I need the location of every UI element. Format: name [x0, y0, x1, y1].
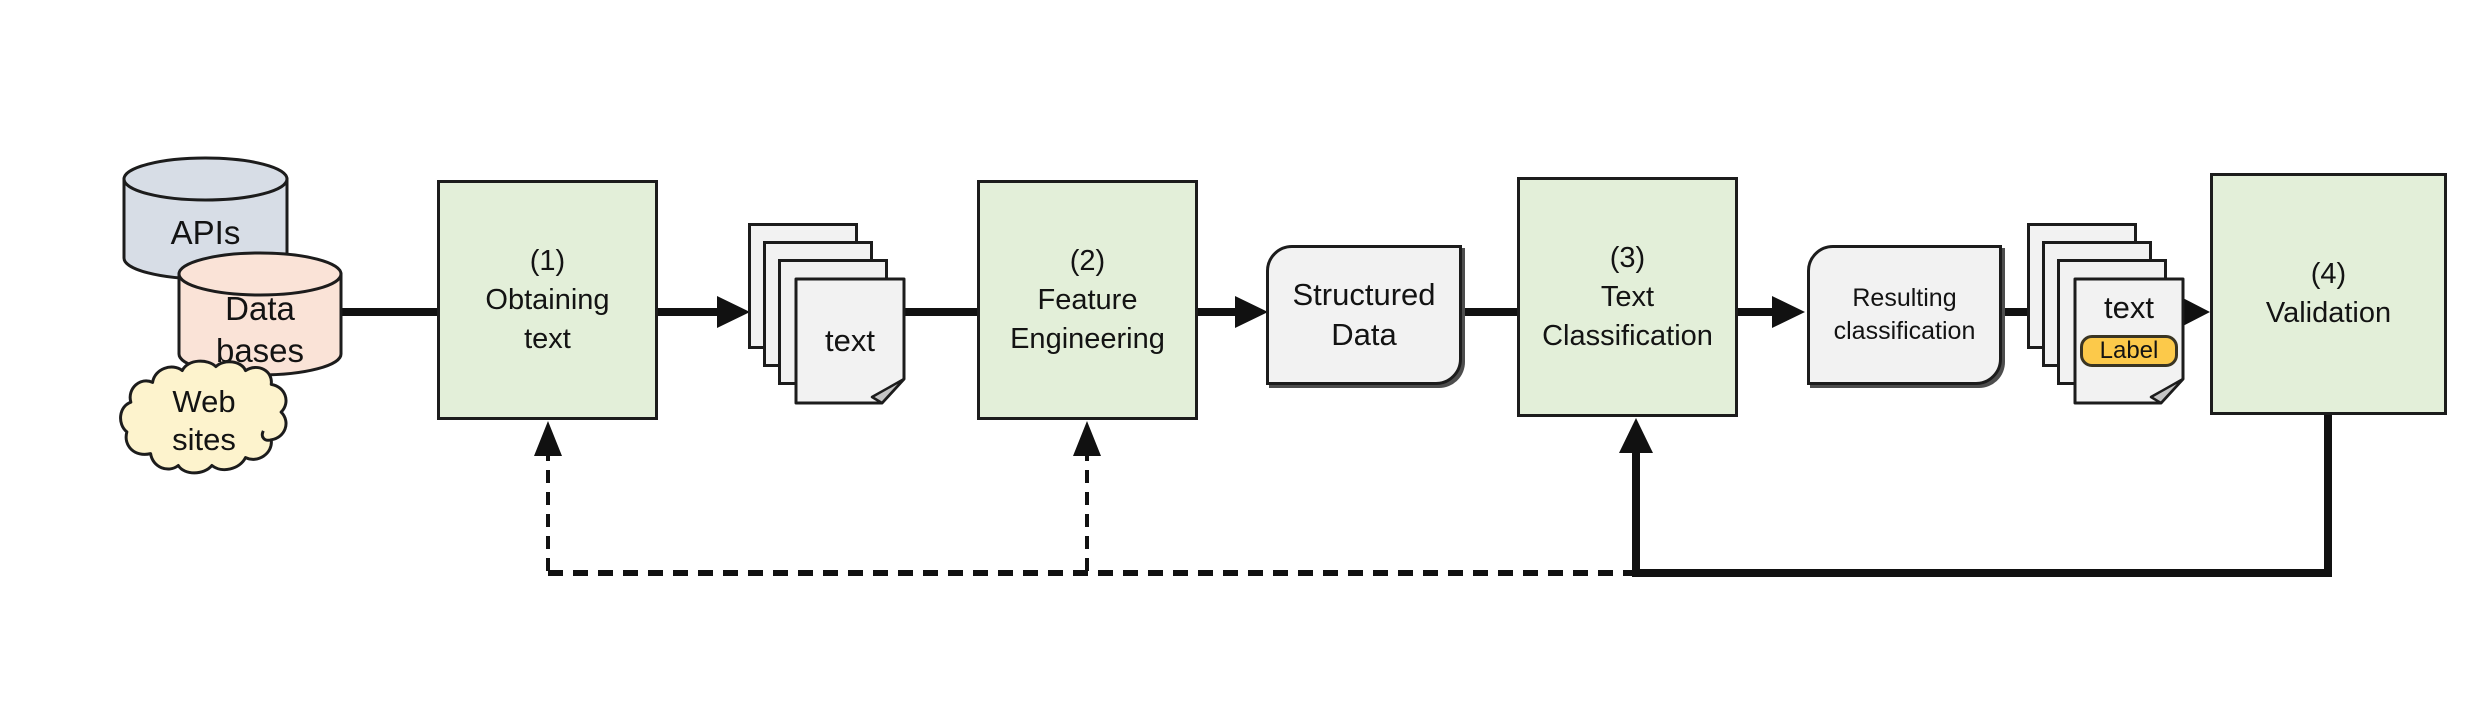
apis-label: APIs [170, 213, 241, 251]
step-3-title: Text Classification [1542, 280, 1713, 352]
doc-content: text Label [2073, 277, 2185, 405]
databases-cylinder: Data bases [177, 250, 343, 378]
step-4-number: (4) [2310, 258, 2347, 290]
labeled-docs-stack: text Label [2027, 223, 2187, 405]
step-1-title: Obtaining text [485, 283, 610, 355]
step-2-number: (2) [1069, 244, 1106, 277]
label-badge: Label [2080, 335, 2178, 367]
labeled-doc-label: text [2104, 290, 2154, 325]
resulting-classification-box: Resulting classification [1807, 245, 2002, 385]
cylinder-top [122, 156, 289, 202]
step-4-box: (4) Validation [2210, 173, 2447, 415]
arrowhead-step3-to-resulting [1772, 296, 1805, 328]
arrowhead-step2-to-structured-data [1235, 296, 1268, 328]
text-docs-stack: text [748, 223, 908, 405]
label-badge-text: Label [2099, 337, 2159, 364]
websites-label: Web sites [172, 384, 236, 457]
cloud-outline [119, 359, 288, 475]
structured-data-box: Structured Data [1266, 245, 1462, 385]
step-4-title: Validation [2265, 297, 2392, 329]
arrowhead-feedback-to-step3 [1619, 418, 1653, 453]
step-2-box: (2) Feature Engineering [977, 180, 1198, 420]
step-1-box: (1) Obtaining text [437, 180, 658, 420]
doc-front-page [794, 277, 906, 405]
step-3-box: (3) Text Classification [1517, 177, 1738, 417]
cloud-curl [260, 430, 272, 442]
structured-data-label: Structured Data [1292, 277, 1436, 352]
cylinder-top [177, 251, 343, 297]
doc-content: text [794, 277, 906, 405]
resulting-classification-label: Resulting classification [1833, 284, 1976, 345]
arrowhead-dashed-to-step1 [534, 421, 562, 456]
arrowhead-labeled-docs-to-step4 [2179, 296, 2210, 328]
doc-fold-corner [2149, 377, 2185, 405]
feedback-solid-validation-to-step3 [1632, 413, 2332, 577]
step-1-number: (1) [529, 244, 566, 277]
cloud-icon [119, 359, 288, 475]
cylinder-icon [177, 251, 343, 377]
step-3-number: (3) [1609, 241, 1646, 274]
doc-fold-corner [870, 377, 906, 405]
arrowhead-dashed-to-step2 [1073, 421, 1101, 456]
arrowhead-step1-to-text-docs [717, 296, 750, 328]
websites-cloud: Web sites [117, 358, 291, 484]
step-2-title: Feature Engineering [1010, 283, 1165, 355]
text-doc-label: text [825, 323, 875, 358]
